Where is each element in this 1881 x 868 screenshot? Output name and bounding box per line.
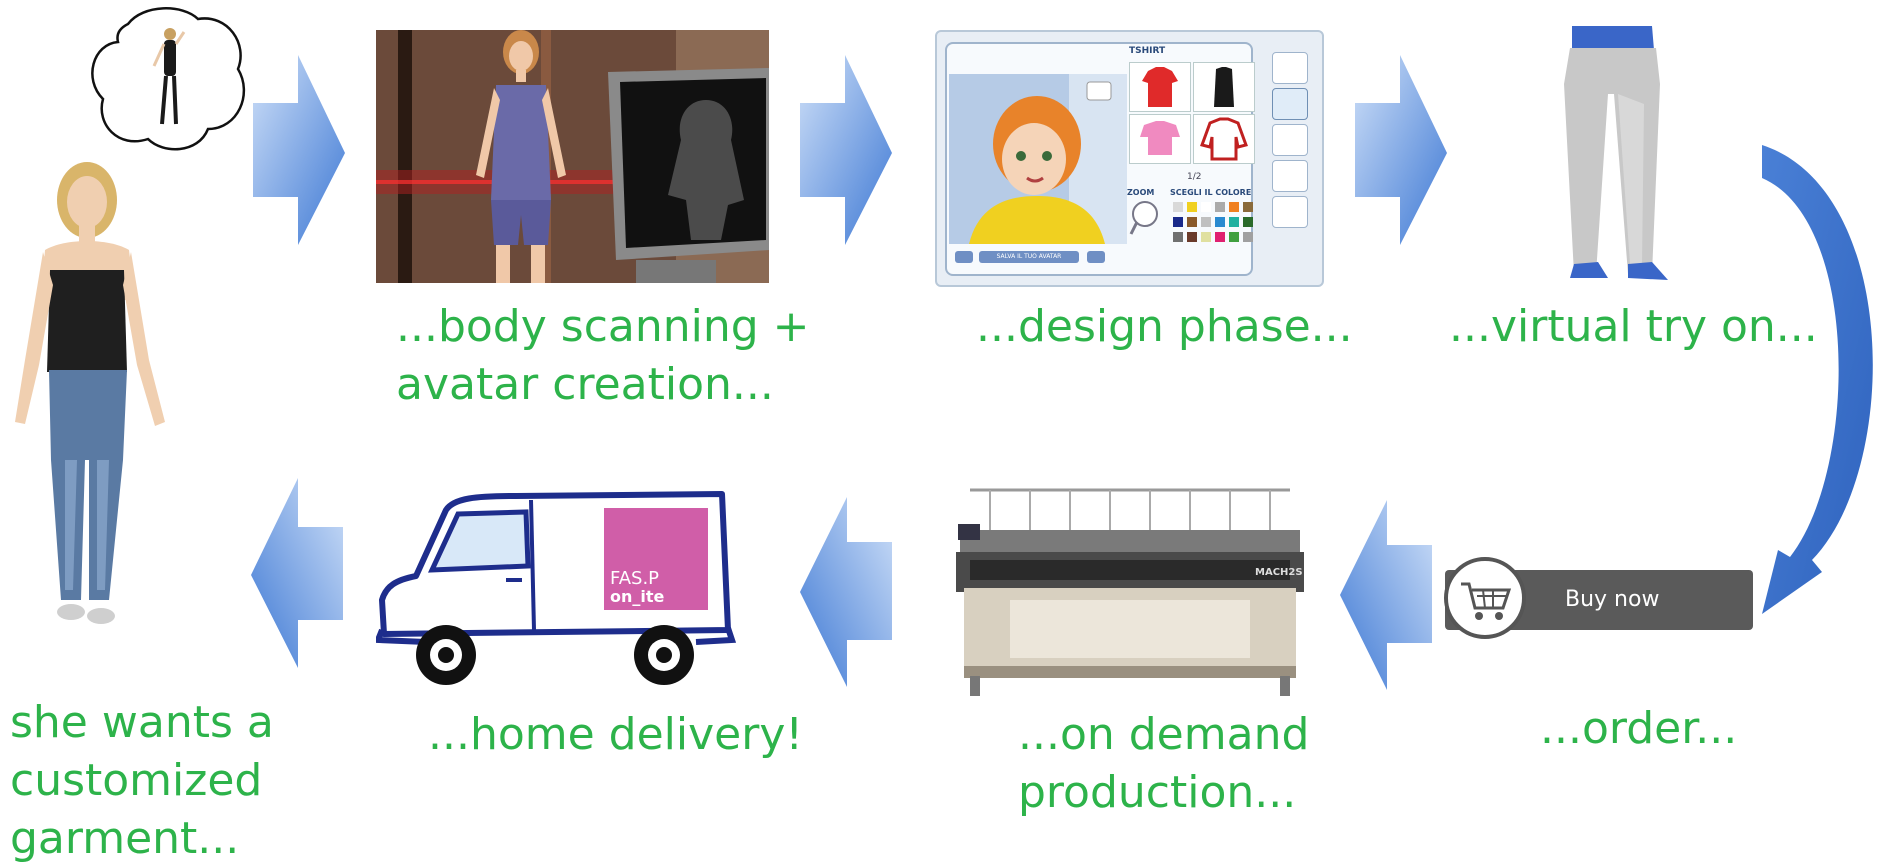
next-button[interactable]: [1087, 251, 1105, 263]
side-tab-tshirt[interactable]: [1272, 88, 1308, 120]
save-avatar-button[interactable]: SALVA IL TUO AVATAR: [979, 251, 1079, 263]
caption-order: ...order...: [1540, 703, 1738, 754]
shopping-cart-icon: [1444, 557, 1526, 639]
color-swatch-grid[interactable]: [1171, 200, 1261, 248]
color-picker-label: SCEGLI IL COLORE: [1170, 188, 1252, 197]
trousers-icon: [1564, 26, 1668, 280]
arrow-left-3: [1340, 500, 1432, 690]
curved-arrow: [1762, 145, 1873, 614]
shirt-option-black[interactable]: [1193, 62, 1255, 112]
cartoon-avatar-icon: [949, 74, 1127, 244]
arrow-right-1: [253, 55, 345, 245]
thought-bubble: [91, 7, 246, 151]
woman-avatar-icon: [15, 162, 165, 624]
side-tab-3[interactable]: [1272, 124, 1308, 156]
machine-brand-label: MACH2S: [1255, 567, 1303, 578]
buy-now-label: Buy now: [1565, 587, 1660, 612]
delivery-van-icon: FAS.P on_ite: [376, 491, 736, 685]
shirt-option-pink[interactable]: [1129, 114, 1191, 164]
design-category-label: TSHIRT: [1129, 46, 1166, 56]
body-scanner-icon: [376, 30, 769, 283]
page-indicator: 1/2: [1187, 172, 1202, 182]
arrow-left-2: [800, 497, 892, 687]
shirt-option-red[interactable]: [1129, 62, 1191, 112]
woman-sketch-icon: [152, 28, 186, 125]
arrow-right-2: [800, 55, 892, 245]
caption-home-delivery: ...home delivery!: [428, 709, 804, 760]
arrow-left-1: [251, 478, 343, 668]
side-tab-5[interactable]: [1272, 196, 1308, 228]
zoom-icon[interactable]: [1129, 200, 1163, 238]
caption-design-phase: ...design phase...: [976, 301, 1353, 352]
arrow-right-3: [1355, 55, 1447, 245]
shirt-option-raglan[interactable]: [1193, 114, 1255, 164]
caption-production: ...on demand production...: [1018, 709, 1310, 818]
side-tab-4[interactable]: [1272, 160, 1308, 192]
van-logo-line2: on_ite: [610, 587, 665, 606]
prev-button[interactable]: [955, 251, 973, 263]
side-tab-1[interactable]: [1272, 52, 1308, 84]
design-app-window: TSHIRT 1/2 ZOOM SCEGLI IL COLORE: [935, 30, 1324, 287]
van-logo-line1: FAS.P: [610, 568, 659, 589]
van-rear-wheel: [634, 625, 694, 685]
caption-virtual-try-on: ...virtual try on...: [1449, 301, 1818, 352]
van-front-wheel: [416, 625, 476, 685]
body-scanner-image: [376, 30, 769, 283]
zoom-label: ZOOM: [1127, 188, 1155, 197]
caption-start: she wants a customized garment...: [10, 697, 274, 864]
caption-body-scanning: ...body scanning + avatar creation...: [396, 301, 810, 410]
knitting-machine-icon: MACH2S: [956, 488, 1304, 696]
